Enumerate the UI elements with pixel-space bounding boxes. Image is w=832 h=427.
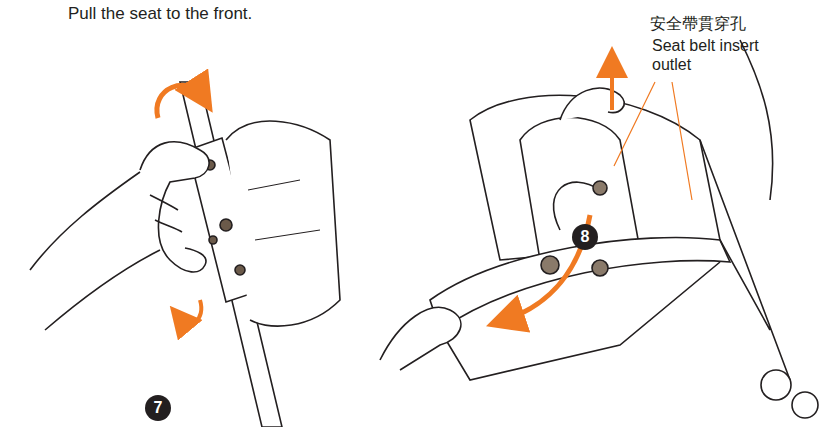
callout-disc xyxy=(572,224,598,250)
pull-arrow xyxy=(610,62,614,110)
part-label-chinese: 安全帶貫穿孔 xyxy=(650,14,770,34)
leader-line xyxy=(614,82,692,200)
frame-detail xyxy=(30,82,340,427)
turn-arrow xyxy=(180,300,201,323)
callout-number: 7 xyxy=(145,398,171,418)
step-caption: Pull the seat to the front. xyxy=(68,4,368,24)
stroller xyxy=(380,40,818,418)
callout-number: 8 xyxy=(572,227,598,247)
callout-disc xyxy=(145,395,171,421)
turn-arrow xyxy=(157,85,202,118)
part-label: Seat belt insert outlet xyxy=(652,36,760,74)
